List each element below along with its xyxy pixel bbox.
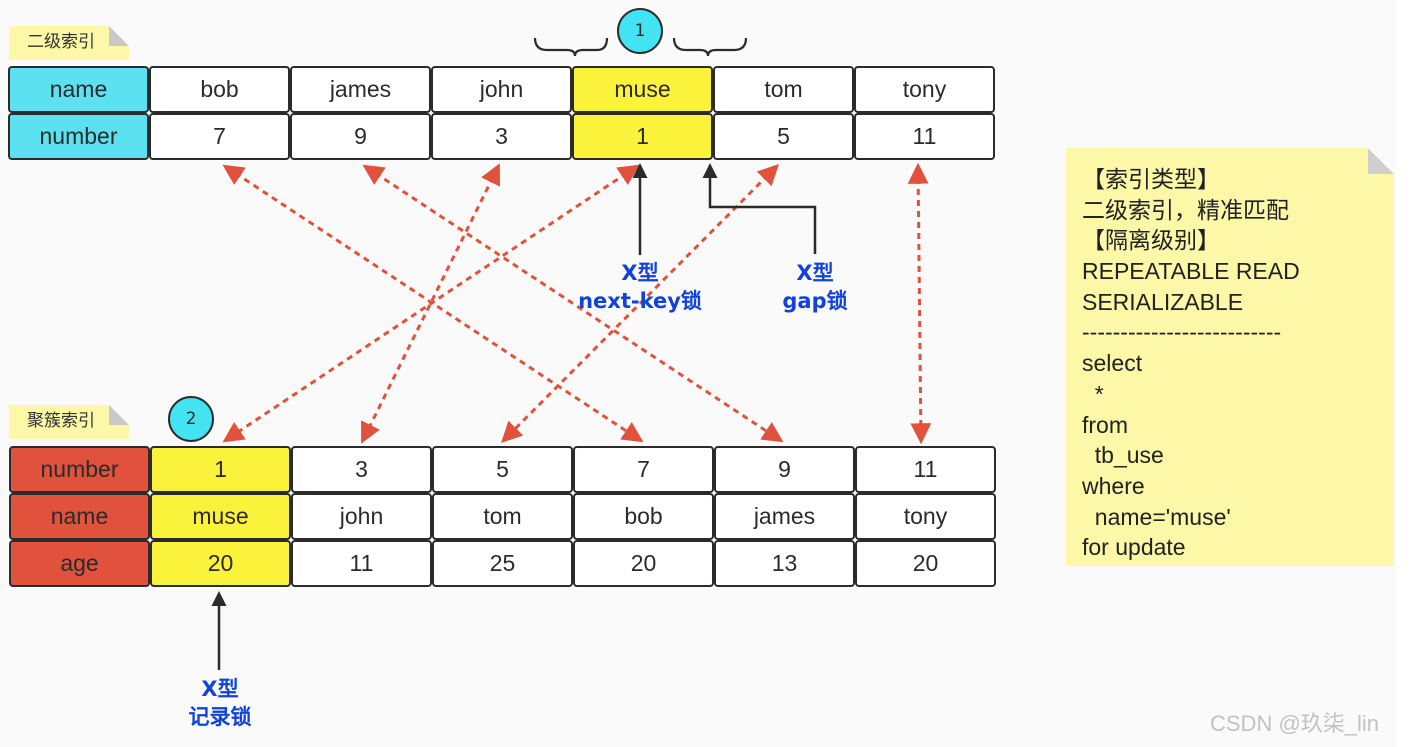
step-badge-2: 2 (168, 396, 214, 442)
secondary-cell: john (431, 66, 572, 113)
clustered-index-table: number 1 3 5 7 9 11 name muse john tom b… (9, 446, 996, 587)
clustered-cell: tony (855, 493, 996, 540)
gap-lock-pointer (702, 163, 817, 254)
mapping-arrow (907, 162, 932, 445)
clustered-cell: 20 (855, 540, 996, 587)
clustered-cell-highlighted: 1 (150, 446, 291, 493)
lock-type-line: X型 (201, 677, 239, 701)
next-key-lock-label: X型 next-key锁 (570, 259, 710, 315)
note-line: tb_use (1082, 442, 1164, 469)
secondary-index-tag-label: 二级索引 (27, 32, 95, 52)
secondary-cell-highlighted: 1 (572, 113, 713, 160)
lock-type-line: X型 (621, 261, 659, 285)
clustered-header-number: number (9, 446, 150, 493)
secondary-cell: 11 (854, 113, 995, 160)
clustered-index-tag-label: 聚簇索引 (27, 411, 95, 431)
secondary-cell: 7 (149, 113, 290, 160)
note-line: 【索引类型】 (1082, 166, 1220, 192)
note-line: from (1082, 411, 1128, 438)
note-line: SERIALIZABLE (1082, 288, 1244, 315)
clustered-cell: 25 (432, 540, 573, 587)
secondary-cell: james (290, 66, 431, 113)
secondary-index-tag: 二级索引 (9, 26, 129, 60)
lock-name-line: gap锁 (782, 289, 848, 313)
secondary-index-table: name bob james john muse tom tony number… (8, 66, 995, 160)
clustered-header-name: name (9, 493, 150, 540)
index-mappings (222, 162, 932, 445)
clustered-cell: john (291, 493, 432, 540)
record-lock-label: X型 记录锁 (170, 675, 270, 731)
clustered-cell: 20 (573, 540, 714, 587)
secondary-cell: bob (149, 66, 290, 113)
clustered-cell: 11 (291, 540, 432, 587)
secondary-header-name: name (8, 66, 149, 113)
note-line: name='muse' (1082, 503, 1231, 530)
clustered-cell: james (714, 493, 855, 540)
clustered-cell: 5 (432, 446, 573, 493)
secondary-cell: tony (854, 66, 995, 113)
secondary-cell: 9 (290, 113, 431, 160)
step-badge-1: 1 (617, 8, 663, 54)
clustered-cell-highlighted: 20 (150, 540, 291, 587)
clustered-cell: 13 (714, 540, 855, 587)
lock-type-line: X型 (796, 261, 834, 285)
left-brace (533, 37, 609, 57)
watermark: CSDN @玖柒_lin (1210, 711, 1380, 736)
secondary-cell: 5 (713, 113, 854, 160)
secondary-header-number: number (8, 113, 149, 160)
lock-name-line: next-key锁 (578, 289, 702, 313)
clustered-cell: 7 (573, 446, 714, 493)
secondary-cell: tom (713, 66, 854, 113)
clustered-cell: bob (573, 493, 714, 540)
clustered-index-tag: 聚簇索引 (9, 405, 129, 439)
mapping-arrow (501, 164, 779, 443)
secondary-cell: 3 (431, 113, 572, 160)
secondary-cell-highlighted: muse (572, 66, 713, 113)
note-line: for update (1082, 534, 1186, 561)
clustered-cell: 11 (855, 446, 996, 493)
note-line: REPEATABLE READ (1082, 258, 1300, 285)
clustered-header-age: age (9, 540, 150, 587)
note-line: 【隔离级别】 (1082, 227, 1220, 254)
clustered-cell-highlighted: muse (150, 493, 291, 540)
right-brace (672, 37, 748, 57)
clustered-cell: 9 (714, 446, 855, 493)
note-separator: -------------------------- (1082, 319, 1282, 346)
note-fold-corner (1368, 148, 1394, 174)
lock-name-line: 记录锁 (188, 705, 252, 729)
clustered-cell: tom (432, 493, 573, 540)
note-line: select (1082, 350, 1143, 377)
clustered-cell: 3 (291, 446, 432, 493)
query-info-note: 【索引类型】 二级索引，精准匹配 【隔离级别】 REPEATABLE READ … (1066, 148, 1394, 566)
note-line: * (1082, 380, 1104, 407)
note-line: where (1082, 472, 1145, 499)
note-line: 二级索引，精准匹配 (1082, 196, 1289, 223)
gap-lock-label: X型 gap锁 (765, 259, 865, 315)
